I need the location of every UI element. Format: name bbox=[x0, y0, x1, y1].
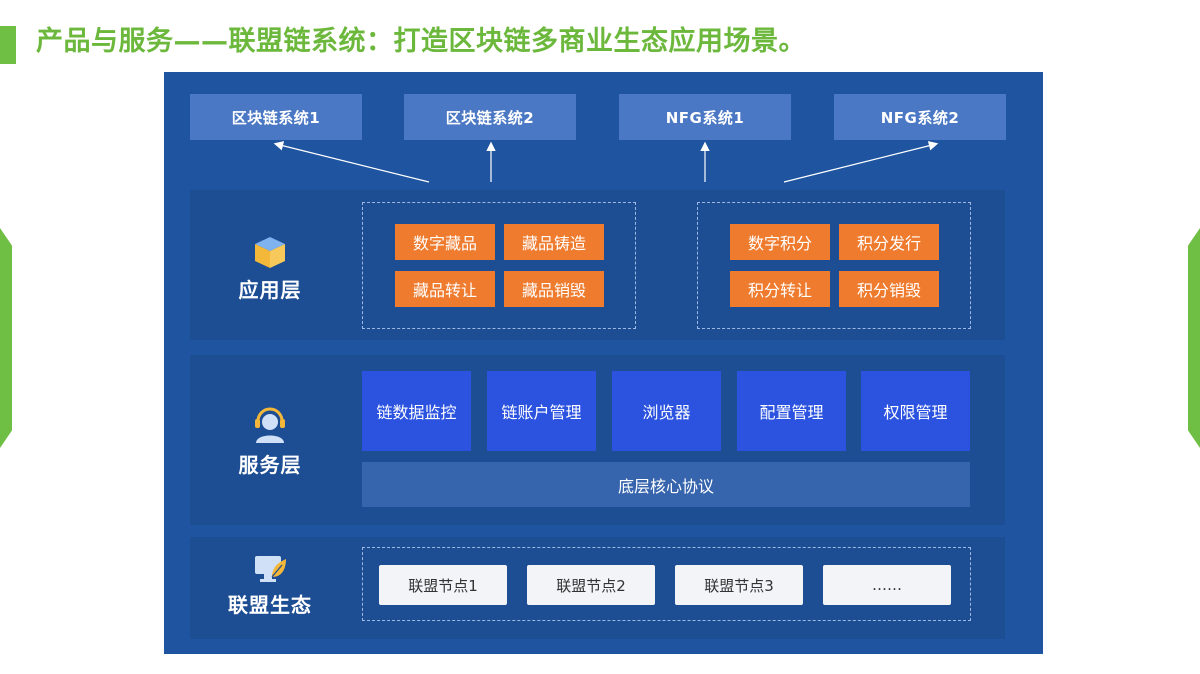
title-accent-bar bbox=[0, 26, 16, 64]
arrow-to-system-1 bbox=[273, 141, 430, 183]
page-title: 产品与服务——联盟链系统：打造区块链多商业生态应用场景。 bbox=[36, 26, 806, 57]
service-account-management: 链账户管理 bbox=[487, 371, 596, 451]
top-system-2: 区块链系统2 bbox=[404, 94, 576, 140]
top-system-4: NFG系统2 bbox=[834, 94, 1006, 140]
alliance-node-more: …… bbox=[823, 565, 951, 605]
app-item-points-transfer: 积分转让 bbox=[730, 271, 830, 307]
architecture-diagram: 区块链系统1 区块链系统2 NFG系统1 NFG系统2 应用层 数字藏品 藏品铸… bbox=[164, 72, 1043, 654]
alliance-node-3: 联盟节点3 bbox=[675, 565, 803, 605]
alliance-node-2: 联盟节点2 bbox=[527, 565, 655, 605]
app-item-points-destroy: 积分销毁 bbox=[839, 271, 939, 307]
collectibles-group: 数字藏品 藏品铸造 藏品转让 藏品销毁 bbox=[362, 202, 636, 329]
node-group: 联盟节点1 联盟节点2 联盟节点3 …… bbox=[362, 547, 971, 621]
application-layer-panel: 应用层 数字藏品 藏品铸造 藏品转让 藏品销毁 数字积分 积分发行 积分转让 积… bbox=[190, 190, 1005, 340]
app-item-collectible-destroy: 藏品销毁 bbox=[504, 271, 604, 307]
service-browser: 浏览器 bbox=[612, 371, 721, 451]
right-decoration bbox=[1188, 228, 1200, 448]
connector-arrows bbox=[273, 141, 939, 183]
app-item-digital-collectible: 数字藏品 bbox=[395, 224, 495, 260]
service-layer-panel: 服务层 链数据监控 链账户管理 浏览器 配置管理 权限管理 底层核心协议 bbox=[190, 355, 1005, 525]
top-system-3: NFG系统1 bbox=[619, 94, 791, 140]
ecosystem-layer-panel: 联盟生态 联盟节点1 联盟节点2 联盟节点3 …… bbox=[190, 537, 1005, 639]
app-item-collectible-mint: 藏品铸造 bbox=[504, 224, 604, 260]
cube-icon bbox=[255, 237, 285, 268]
service-layer-label: 服务层 bbox=[238, 453, 302, 477]
ecosystem-layer-label: 联盟生态 bbox=[228, 593, 312, 617]
core-protocol-bar: 底层核心协议 bbox=[362, 462, 970, 507]
app-item-digital-points: 数字积分 bbox=[730, 224, 830, 260]
service-chain-monitor: 链数据监控 bbox=[362, 371, 471, 451]
points-group: 数字积分 积分发行 积分转让 积分销毁 bbox=[697, 202, 971, 329]
app-item-collectible-transfer: 藏品转让 bbox=[395, 271, 495, 307]
application-layer-label: 应用层 bbox=[238, 278, 302, 302]
headset-user-icon bbox=[255, 407, 285, 443]
left-decoration bbox=[0, 228, 12, 448]
alliance-node-1: 联盟节点1 bbox=[379, 565, 507, 605]
monitor-leaf-icon bbox=[255, 556, 286, 582]
app-item-points-issue: 积分发行 bbox=[839, 224, 939, 260]
service-config-management: 配置管理 bbox=[737, 371, 846, 451]
service-permission-management: 权限管理 bbox=[861, 371, 970, 451]
top-system-1: 区块链系统1 bbox=[190, 94, 362, 140]
arrow-to-system-4 bbox=[783, 141, 939, 183]
